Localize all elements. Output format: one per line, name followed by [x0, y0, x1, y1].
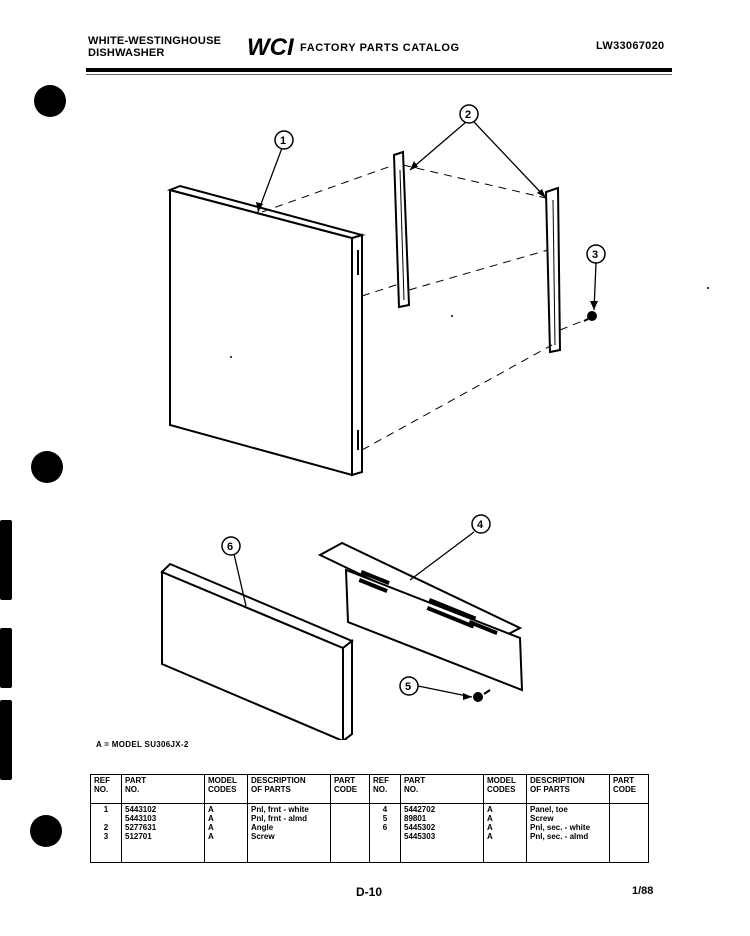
- catalog-date: 1/88: [632, 885, 654, 897]
- callout-5: 5: [399, 676, 419, 696]
- angle-part-right: [544, 186, 562, 354]
- callout-2-label: 2: [465, 109, 471, 121]
- screw-part-3: [583, 311, 597, 322]
- logo-text: WCI: [247, 34, 295, 59]
- scan-edge-mark: [0, 628, 12, 688]
- arrowhead: [590, 301, 598, 310]
- left-code-cell: [330, 803, 370, 863]
- brand-block: WHITE-WESTINGHOUSE DISHWASHER: [88, 35, 221, 59]
- screw-part-5: [473, 689, 491, 702]
- callout-3-label: 3: [592, 249, 598, 261]
- secondary-panel-part: [160, 562, 354, 740]
- toe-panel-slots: [358, 570, 498, 635]
- page-number: D-10: [356, 885, 383, 899]
- exploded-parts-diagram: 1 2 3 4 5 6: [160, 104, 709, 740]
- header-rule: [86, 68, 672, 72]
- callout-4-label: 4: [477, 519, 484, 531]
- callout-leaders: [233, 121, 597, 698]
- header-rule-thin: [86, 74, 672, 75]
- arrowhead: [410, 161, 418, 170]
- callout-3: 3: [586, 244, 606, 264]
- scan-edge-mark: [0, 520, 12, 600]
- arrowhead: [537, 189, 546, 198]
- callout-2: 2: [459, 104, 479, 124]
- callout-1: 1: [274, 130, 294, 150]
- brand-line-1: WHITE-WESTINGHOUSE: [88, 35, 222, 47]
- wci-logo: WCI: [246, 33, 296, 59]
- callout-6: 6: [221, 536, 241, 556]
- scan-edge-mark: [0, 700, 12, 780]
- catalog-title: FACTORY PARTS CATALOG: [300, 42, 460, 54]
- callout-4: 4: [471, 514, 491, 534]
- catalog-number: LW33067020: [596, 40, 665, 52]
- arrowhead: [463, 693, 472, 700]
- binder-hole-top: [34, 85, 66, 117]
- brand-line-2: DISHWASHER: [88, 47, 165, 59]
- arrowhead: [256, 202, 263, 212]
- model-note: A = MODEL SU306JX-2: [96, 740, 189, 749]
- callout-1-label: 1: [280, 135, 286, 147]
- binder-hole-middle: [31, 451, 63, 483]
- callout-6-label: 6: [227, 541, 233, 553]
- callout-5-label: 5: [405, 681, 411, 693]
- assembly-guide-lines: [261, 164, 591, 451]
- binder-hole-bottom: [30, 815, 62, 847]
- right-code-cell: [609, 803, 649, 863]
- front-panel-part: [166, 184, 366, 477]
